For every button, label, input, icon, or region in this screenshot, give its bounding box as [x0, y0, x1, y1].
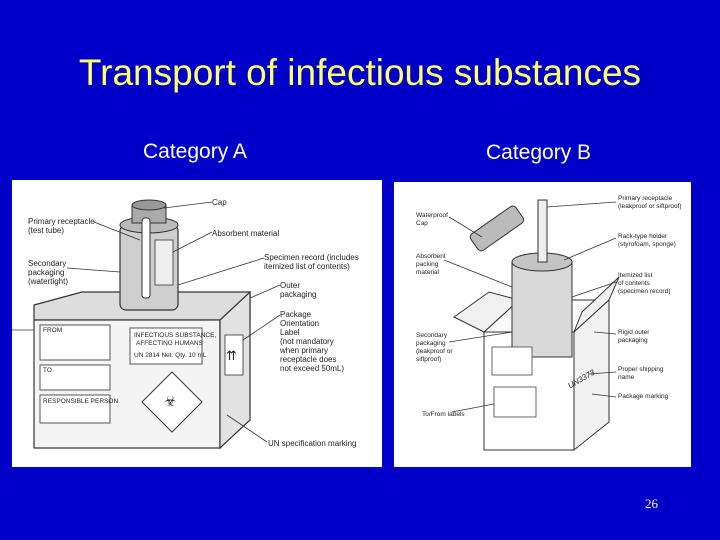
b-leader-lines: [443, 201, 617, 413]
responsible-text: RESPONSIBLE PERSON: [43, 398, 118, 405]
from-text: FROM: [43, 327, 62, 334]
infectious-line-2: AFFECTING HUMANS: [136, 340, 203, 347]
category-b-heading: Category B: [486, 141, 592, 164]
a-absorbent-label: Absorbent material: [212, 229, 279, 238]
a-cap-label: Cap: [212, 198, 227, 207]
b-waterproof-1: Waterproof: [416, 212, 448, 219]
leader-lines: [12, 201, 281, 443]
a-outer-1: Outer: [280, 281, 300, 290]
b-itemized-3: (specimen record): [618, 288, 670, 295]
a-secondary-1: Secondary: [28, 259, 66, 268]
infectious-label: [129, 327, 203, 365]
a-orient-5: when primary: [279, 346, 328, 355]
a-primary-sub: (test tube): [28, 226, 64, 235]
b-tofrom: To/From labels: [422, 411, 465, 418]
category-a-heading: Category A: [143, 140, 247, 163]
box-left-flap: [453, 291, 521, 333]
orientation-label: [224, 334, 244, 376]
b-marking: Package marking: [618, 393, 669, 400]
a-secondary-2: packaging: [28, 268, 64, 277]
to-text: TO: [43, 367, 52, 374]
a-specimen-2: itemized list of contents): [264, 262, 350, 271]
b-secondary-4: siftproof): [416, 356, 441, 363]
b-itemized-1: Itemized list: [618, 272, 653, 279]
category-b-diagram: UN3373 Primary receptacle (leakproof or …: [394, 182, 691, 467]
b-rigid-2: packaging: [618, 337, 648, 344]
a-orient-4: (not mandatory: [280, 337, 334, 346]
a-secondary-3: (watertight): [28, 277, 68, 286]
b-rigid-1: Rigid outer: [618, 329, 650, 336]
primary-tube: [537, 199, 548, 263]
box-side: [573, 298, 610, 452]
b-address-label-1: [491, 346, 533, 376]
from-label: [39, 324, 111, 361]
b-rack-2: (styrofoam, sponge): [618, 241, 676, 248]
orientation-arrows-icon: ⇈: [226, 349, 237, 364]
biohazard-icon: ☣: [164, 394, 177, 410]
cap-top: [131, 199, 167, 211]
a-primary-label: Primary receptacle: [28, 217, 95, 226]
a-orient-7: not exceed 50mL): [280, 364, 344, 373]
infectious-line-1: INFECTIOUS SUBSTANCE,: [134, 332, 216, 339]
a-orient-3: Label: [280, 328, 300, 337]
a-specimen-1: Specimen record (includes: [264, 253, 359, 262]
b-absorbent-2: packing: [416, 261, 439, 268]
b-absorbent-1: Absorbent: [416, 253, 446, 260]
responsible-label: [39, 394, 111, 424]
b-secondary-1: Secondary: [416, 332, 448, 339]
category-b-illustration: UN3373 Primary receptacle (leakproof or …: [416, 195, 682, 452]
a-orient-6: receptacle does: [280, 355, 336, 364]
to-label: [39, 364, 111, 391]
slide-number: 26: [645, 496, 658, 511]
biohazard-diamond: [141, 371, 203, 433]
b-shipping-1: Proper shipping: [618, 366, 664, 373]
b-rack-1: Rack-type holder: [618, 233, 668, 240]
a-outer-2: packaging: [280, 290, 316, 299]
a-orient-1: Package: [280, 310, 312, 319]
b-secondary-2: packaging: [416, 340, 446, 347]
test-tube: [141, 217, 151, 299]
secondary-cylinder: [511, 261, 573, 358]
a-orient-2: Orientation: [280, 319, 319, 328]
b-secondary-3: (leakproof or: [416, 348, 453, 355]
b-absorbent-3: material: [416, 269, 440, 276]
waterproof-cap: [469, 205, 525, 252]
category-a-illustration: FROM TO RESPONSIBLE PERSON INFECTIOUS SU…: [12, 198, 359, 450]
absorbent-pad: [154, 239, 174, 286]
b-primary-2: (leakproof or siftproof): [618, 203, 682, 210]
b-address-label-2: [493, 386, 537, 418]
b-waterproof-2: Cap: [416, 220, 428, 227]
b-shipping-2: name: [618, 374, 635, 381]
a-un-spec-label: UN specification marking: [268, 439, 356, 448]
b-primary-1: Primary receptacle: [618, 195, 673, 202]
infectious-line-3: UN 2814 Net. Qty. 10 mL: [134, 352, 207, 359]
category-a-diagram: FROM TO RESPONSIBLE PERSON INFECTIOUS SU…: [12, 180, 382, 467]
b-itemized-2: of contents: [618, 280, 651, 287]
slide-title: Transport of infectious substances: [78, 52, 642, 93]
